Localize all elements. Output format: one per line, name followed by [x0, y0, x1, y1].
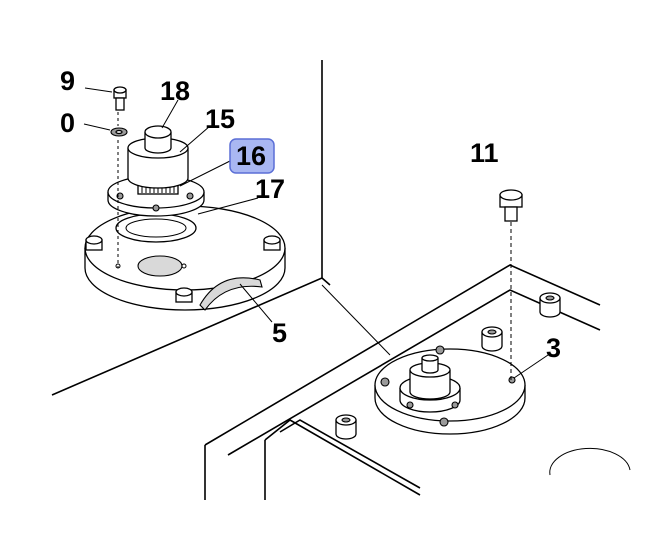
- leader-lines: [83, 87, 549, 379]
- washer-0: [110, 127, 128, 137]
- bolt-9: [113, 86, 127, 111]
- callout-9[interactable]: 9: [60, 66, 75, 96]
- callout-16[interactable]: 16: [236, 141, 266, 171]
- callout-11[interactable]: 11: [470, 138, 499, 168]
- boss-3: [335, 414, 357, 440]
- callouts: 9 0 18 15 16 17 5 11 3: [60, 66, 561, 363]
- callout-17[interactable]: 17: [255, 174, 285, 204]
- boss-1: [539, 292, 561, 318]
- bolt-11: [499, 189, 523, 222]
- callout-5[interactable]: 5: [272, 318, 287, 348]
- callout-0[interactable]: 0: [60, 108, 75, 138]
- detail-boundary: [51, 60, 331, 396]
- callout-15[interactable]: 15: [205, 104, 235, 134]
- boss-2: [481, 326, 503, 352]
- callout-3[interactable]: 3: [546, 333, 561, 363]
- callout-18[interactable]: 18: [160, 76, 190, 106]
- base-bolt-front: [175, 287, 193, 303]
- callout-16-highlight: [229, 138, 275, 174]
- exploded-assembly: [84, 86, 286, 311]
- machine-body: [204, 189, 631, 500]
- base-bolt-left: [85, 235, 103, 251]
- base-bolt-right: [263, 235, 281, 251]
